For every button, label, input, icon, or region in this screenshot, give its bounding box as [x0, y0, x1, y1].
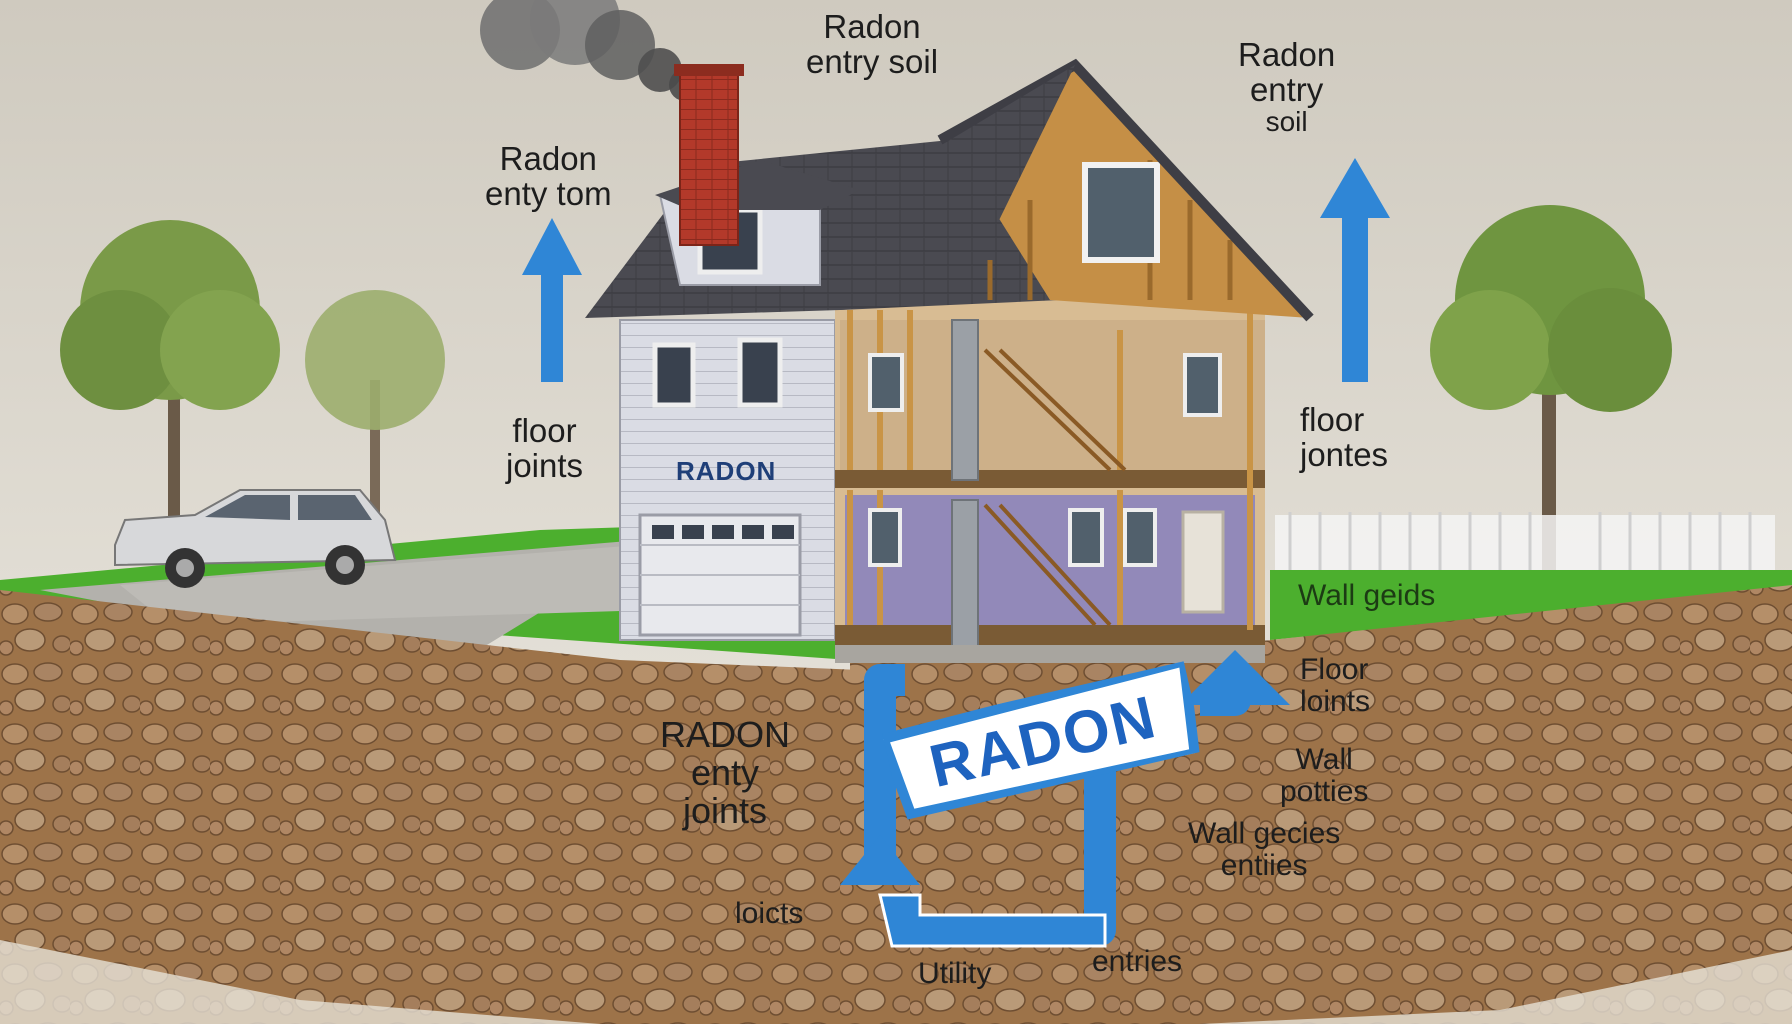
label-top-right: Radon entry soil [1238, 36, 1336, 138]
label-top-left: Radon enty tom [485, 140, 612, 212]
car-icon [114, 489, 397, 588]
tree-icon [60, 220, 280, 540]
label-radon-soil-left: RADON enty joints [660, 714, 791, 831]
label-wall-right: Wall geids [1298, 579, 1436, 612]
label-top-center: Radon entry soil [806, 8, 939, 80]
label-loicts: loicts [735, 897, 804, 930]
tree-icon [305, 290, 445, 530]
house [585, 58, 1314, 663]
label-left-floor: floor joints [506, 412, 584, 484]
radon-banner: RADON [881, 661, 1205, 821]
up-arrow-icon [1320, 158, 1390, 382]
label-entries: entries [1092, 945, 1183, 978]
house-radon-tag: RADON [676, 456, 777, 486]
label-floor-right-lower: Floor loints [1300, 653, 1371, 718]
tree-icon [1430, 205, 1672, 580]
label-right-floor: floor jontes [1300, 401, 1389, 473]
up-arrow-icon [522, 218, 582, 382]
label-wall-geccies: Wall gecies entiies [1188, 817, 1341, 882]
label-wall-potties: Wall potties [1280, 743, 1369, 808]
label-utility: Utility [918, 957, 992, 990]
